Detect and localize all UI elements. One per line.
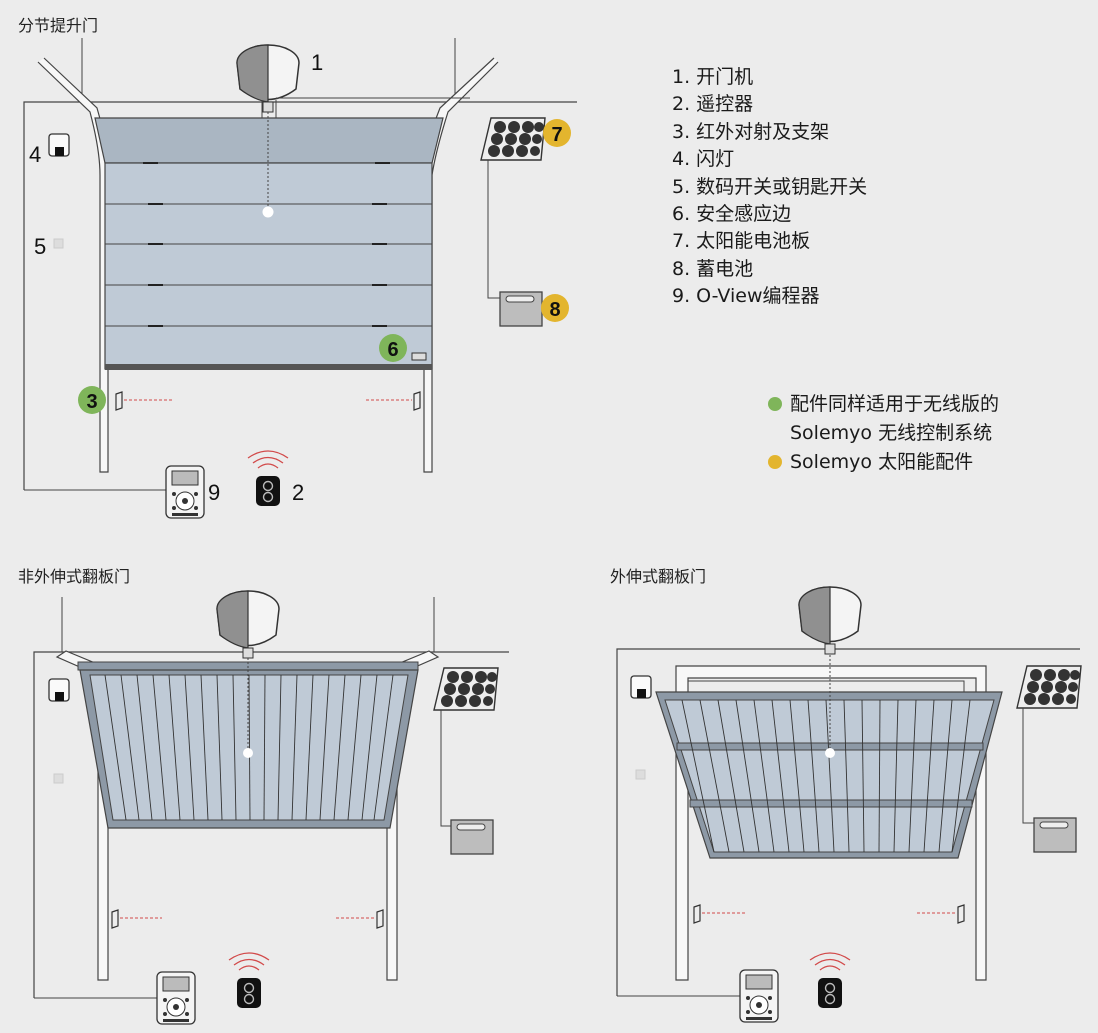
signal-icon xyxy=(809,952,851,971)
note-solar: Solemyo 太阳能配件 xyxy=(768,448,999,477)
flash-lamp-icon xyxy=(48,133,70,157)
callout-2: 2 xyxy=(292,480,304,505)
sectional-door-diagram: 1 7 8 6 3 4 5 9 2 xyxy=(23,38,577,519)
photocell-right-icon xyxy=(376,909,384,929)
badge-3 xyxy=(78,386,106,414)
badge-6 xyxy=(379,334,407,362)
keypad-icon xyxy=(53,238,64,249)
svg-text:3: 3 xyxy=(86,391,97,413)
non-protruding-door-diagram xyxy=(33,590,509,1025)
protruding-door-diagram xyxy=(616,586,1082,1023)
photocell-left-icon xyxy=(111,909,119,929)
remote-icon xyxy=(817,977,843,1009)
callout-5: 5 xyxy=(34,234,46,259)
safety-edge-icon xyxy=(411,352,427,361)
programmer-icon xyxy=(165,465,205,519)
green-dot-icon xyxy=(768,397,782,411)
svg-text:6: 6 xyxy=(387,339,398,361)
note-solar-text: Solemyo 太阳能配件 xyxy=(790,451,974,473)
battery-icon xyxy=(499,291,543,327)
flash-lamp-icon xyxy=(630,675,652,699)
legend-item: 6. 安全感应边 xyxy=(672,203,792,226)
photocell-right-icon xyxy=(957,904,965,924)
solar-panel-icon xyxy=(480,117,546,161)
legend-item: 9. O-View编程器 xyxy=(672,285,820,308)
programmer-icon xyxy=(739,969,779,1023)
remote-icon xyxy=(255,475,281,507)
photocell-right-icon xyxy=(413,391,421,411)
legend-item: 4. 闪灯 xyxy=(672,148,735,171)
yellow-dot-icon xyxy=(768,455,782,469)
photocell-left-icon xyxy=(115,391,123,411)
note-wireless-text: 配件同样适用于无线版的 Solemyo 无线控制系统 xyxy=(790,393,1000,444)
solar-panel-icon xyxy=(1016,665,1082,709)
solar-panel-icon xyxy=(433,667,499,711)
svg-text:7: 7 xyxy=(551,124,562,146)
legend-item: 2. 遥控器 xyxy=(672,93,754,116)
section-title-non-protruding: 非外伸式翻板门 xyxy=(18,567,131,586)
keypad-icon xyxy=(53,773,64,784)
legend-item: 5. 数码开关或钥匙开关 xyxy=(672,175,868,198)
legend-item: 8. 蓄电池 xyxy=(672,257,754,280)
accessory-notes: 配件同样适用于无线版的 Solemyo 无线控制系统 Solemyo 太阳能配件 xyxy=(768,390,999,477)
photocell-left-icon xyxy=(693,904,701,924)
battery-icon xyxy=(450,819,494,855)
section-title-sectional: 分节提升门 xyxy=(18,16,99,35)
note-wireless: 配件同样适用于无线版的 Solemyo 无线控制系统 xyxy=(768,390,999,448)
door-center-dot xyxy=(262,206,274,218)
badge-8 xyxy=(541,294,569,322)
svg-text:8: 8 xyxy=(549,299,560,321)
callout-9: 9 xyxy=(208,480,220,505)
signal-icon xyxy=(228,952,270,971)
badge-7 xyxy=(543,119,571,147)
legend-item: 3. 红外对射及支架 xyxy=(672,120,830,143)
flash-lamp-icon xyxy=(48,678,70,702)
programmer-icon xyxy=(156,971,196,1025)
legend-item: 1. 开门机 xyxy=(672,66,754,88)
section-title-protruding: 外伸式翻板门 xyxy=(610,567,707,586)
signal-icon xyxy=(247,450,289,469)
remote-icon xyxy=(236,977,262,1009)
battery-icon xyxy=(1033,817,1077,853)
keypad-icon xyxy=(635,769,646,780)
legend-item: 7. 太阳能电池板 xyxy=(672,230,811,253)
component-legend: 1. 开门机 2. 遥控器 3. 红外对射及支架 4. 闪灯 5. 数码开关或钥… xyxy=(672,64,867,311)
wall-outline xyxy=(23,101,577,490)
motor-icon xyxy=(798,586,862,655)
motor-icon xyxy=(216,590,280,659)
callout-1: 1 xyxy=(311,50,323,75)
callout-4: 4 xyxy=(29,142,41,167)
